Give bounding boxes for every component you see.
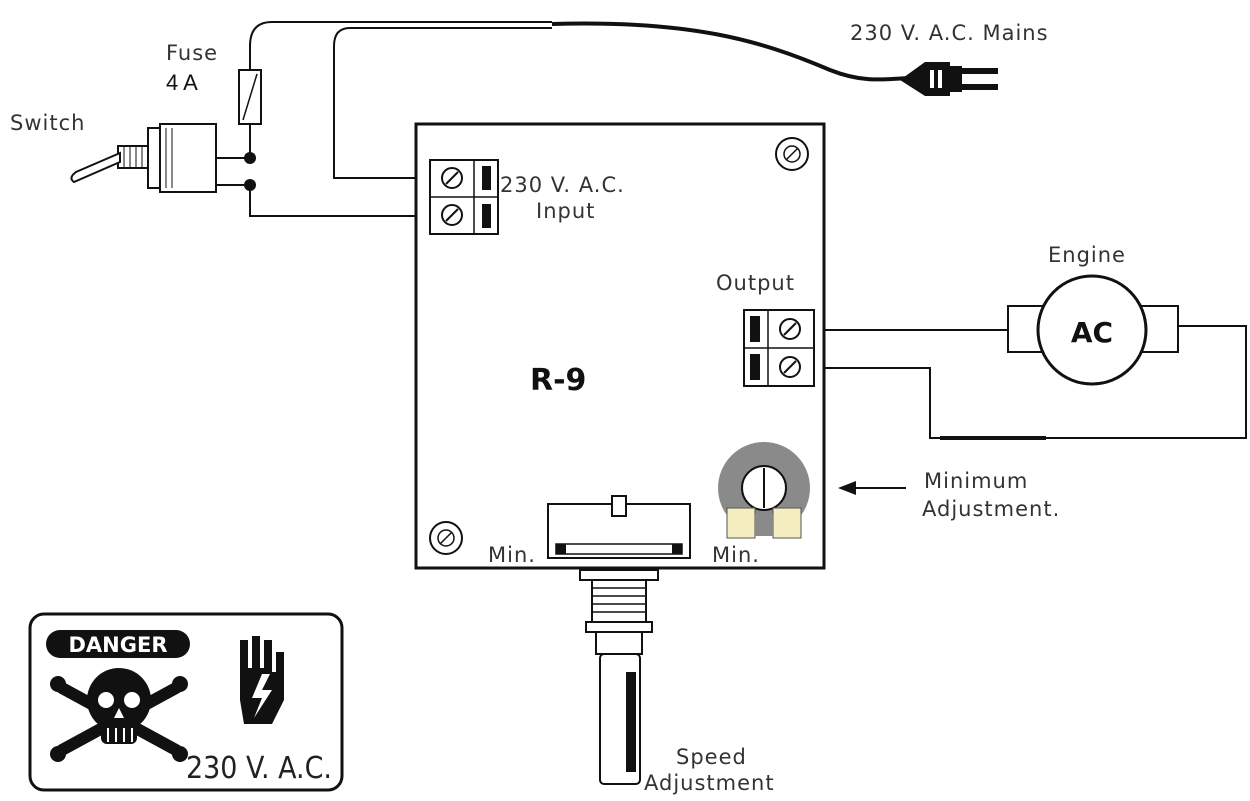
mounting-hole-bottom-left-icon (429, 521, 463, 555)
danger-warning-panel: DANGER 230 V. A.C. (28, 612, 344, 792)
trimmer-potentiometer-icon (718, 442, 810, 539)
switch-label: Switch (10, 111, 85, 135)
fuse-icon (238, 69, 262, 125)
electric-hand-icon (240, 636, 284, 724)
fuse-rating: 4 A (166, 70, 198, 95)
arrow-left-icon (838, 481, 906, 495)
engine-return-wire (815, 325, 1247, 439)
board-label: R-9 (530, 363, 586, 398)
engine-label: Engine (1048, 243, 1126, 267)
wires (249, 21, 1247, 440)
danger-badge (46, 630, 190, 658)
mains-wire-fuse (249, 21, 552, 70)
minimum-label-line1: Minimum (924, 469, 1028, 493)
speed-potentiometer-icon (547, 495, 691, 785)
minimum-label-line2: Adjustment. (922, 497, 1060, 521)
switch-to-input-wire (249, 185, 430, 217)
warning-voltage: 230 V. A.C. (186, 751, 332, 786)
mains-label: 230 V. A.C. Mains (850, 21, 1049, 45)
output-label: Output (716, 271, 795, 295)
output-terminal-block (743, 309, 815, 387)
switch-icon (70, 123, 256, 193)
min-label-left: Min. (488, 543, 536, 567)
ac-engine-icon (1007, 274, 1179, 386)
skull-crossbones-icon (50, 668, 188, 762)
input-label-line1: 230 V. A.C. (500, 173, 625, 197)
input-label-line2: Input (536, 199, 595, 223)
mains-cable (551, 21, 909, 82)
input-terminal-block (429, 159, 499, 235)
fuse-label: Fuse (166, 41, 218, 65)
mains-plug (900, 62, 998, 96)
mounting-hole-top-right-icon (775, 137, 809, 171)
danger-text: DANGER (68, 633, 167, 657)
speed-label-line1: Speed (676, 745, 747, 769)
mains-wire-input (333, 27, 552, 179)
min-label-right: Min. (712, 543, 760, 567)
engine-type-label: AC (1071, 316, 1113, 349)
speed-label-line2: Adjustment (644, 771, 775, 795)
